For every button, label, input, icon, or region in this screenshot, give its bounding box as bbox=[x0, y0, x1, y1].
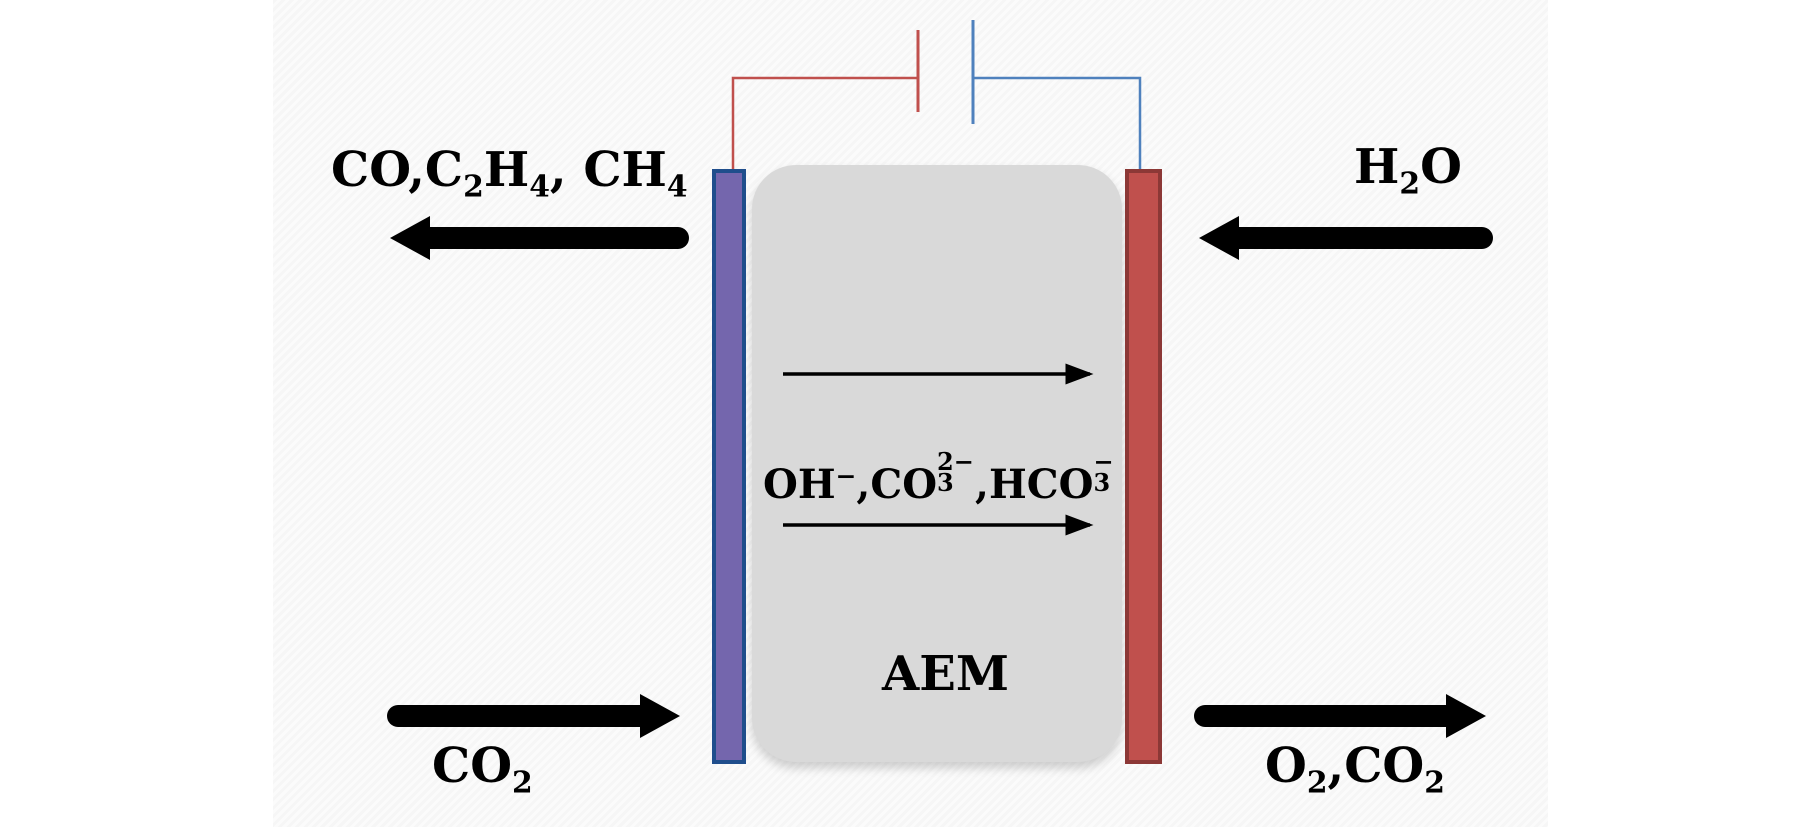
water-in-arrow bbox=[1199, 216, 1493, 260]
anode-wire bbox=[973, 76, 1142, 169]
anode-electrode bbox=[1125, 169, 1162, 764]
anion-exchange-membrane bbox=[752, 165, 1122, 762]
membrane-label: AEM bbox=[882, 646, 1009, 702]
cathode-electrode bbox=[712, 169, 746, 764]
cathode-wire bbox=[731, 76, 918, 169]
products-out-arrow bbox=[390, 216, 689, 260]
co2-in-arrow bbox=[387, 694, 680, 738]
co2-input-label: CO2 bbox=[432, 738, 533, 801]
anode-products-label: O2,CO2 bbox=[1265, 738, 1445, 801]
cathode-products-label: CO,C2H4, CH4 bbox=[331, 142, 688, 205]
water-input-label: H2O bbox=[1354, 139, 1462, 202]
o2-co2-out-arrow bbox=[1194, 694, 1486, 738]
